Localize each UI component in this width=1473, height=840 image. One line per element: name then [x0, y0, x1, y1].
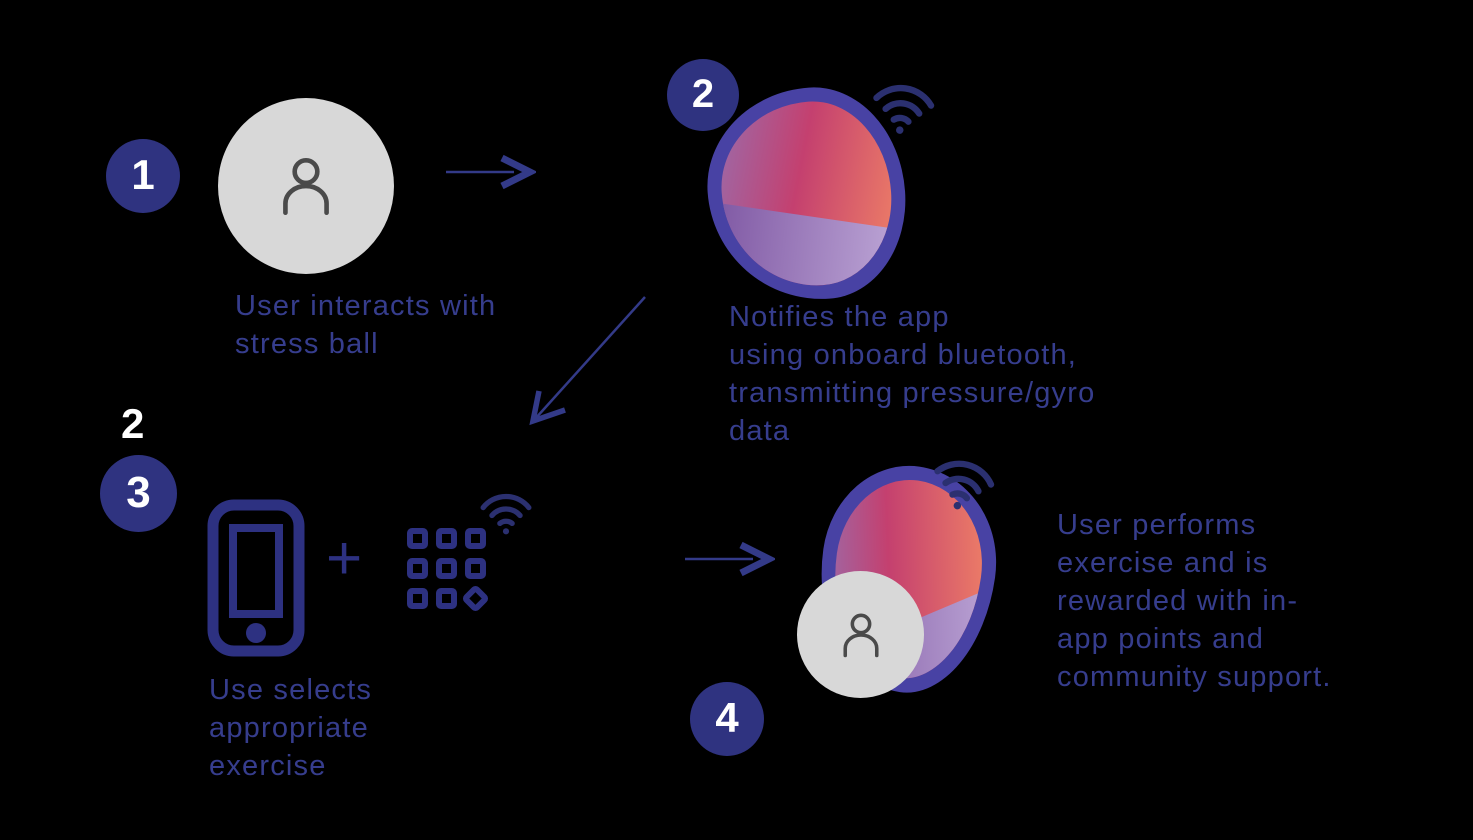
- step-3-badge: 3: [100, 455, 177, 532]
- grid-diamond: [460, 583, 491, 614]
- arrow-down-left-icon: [529, 296, 646, 426]
- grid-square: [407, 528, 428, 549]
- grid-square: [465, 528, 486, 549]
- step-2-number: 2: [691, 71, 715, 116]
- grid-square: [436, 558, 457, 579]
- step-1-badge: 1: [106, 139, 180, 213]
- step-1-number: 1: [131, 151, 155, 198]
- smartphone-icon: [207, 499, 305, 657]
- step-4-badge: 4: [690, 682, 764, 756]
- step-3-caption: Use selects appropriate exercise: [209, 674, 373, 782]
- plus-icon: +: [326, 524, 363, 593]
- grid-square: [436, 588, 457, 609]
- wifi-signal-icon: [873, 84, 935, 134]
- step-3-number: 3: [126, 467, 151, 517]
- grid-square: [407, 558, 428, 579]
- grid-square: [407, 588, 428, 609]
- person-icon: [283, 157, 329, 216]
- person-icon: [842, 613, 879, 657]
- grid-square: [465, 558, 486, 579]
- step-4-caption: User performs exercise and is rewarded w…: [1057, 509, 1332, 693]
- wifi-signal-icon: [934, 460, 995, 510]
- step-1-caption: User interacts with stress ball: [235, 290, 497, 360]
- arrow-right-icon: [446, 154, 536, 190]
- step-2-badge: 2: [667, 59, 739, 131]
- step-4-number: 4: [715, 694, 739, 741]
- step-2-caption: Notifies the app using onboard bluetooth…: [729, 301, 1096, 447]
- keypad-grid-icon: [407, 528, 491, 614]
- grid-square: [436, 528, 457, 549]
- arrow-right-icon: [685, 541, 775, 577]
- floating-step-2-label: 2: [121, 400, 145, 447]
- user-avatar-circle-1: [218, 98, 394, 274]
- user-avatar-circle-4: [797, 571, 924, 698]
- wifi-signal-icon: [480, 493, 532, 535]
